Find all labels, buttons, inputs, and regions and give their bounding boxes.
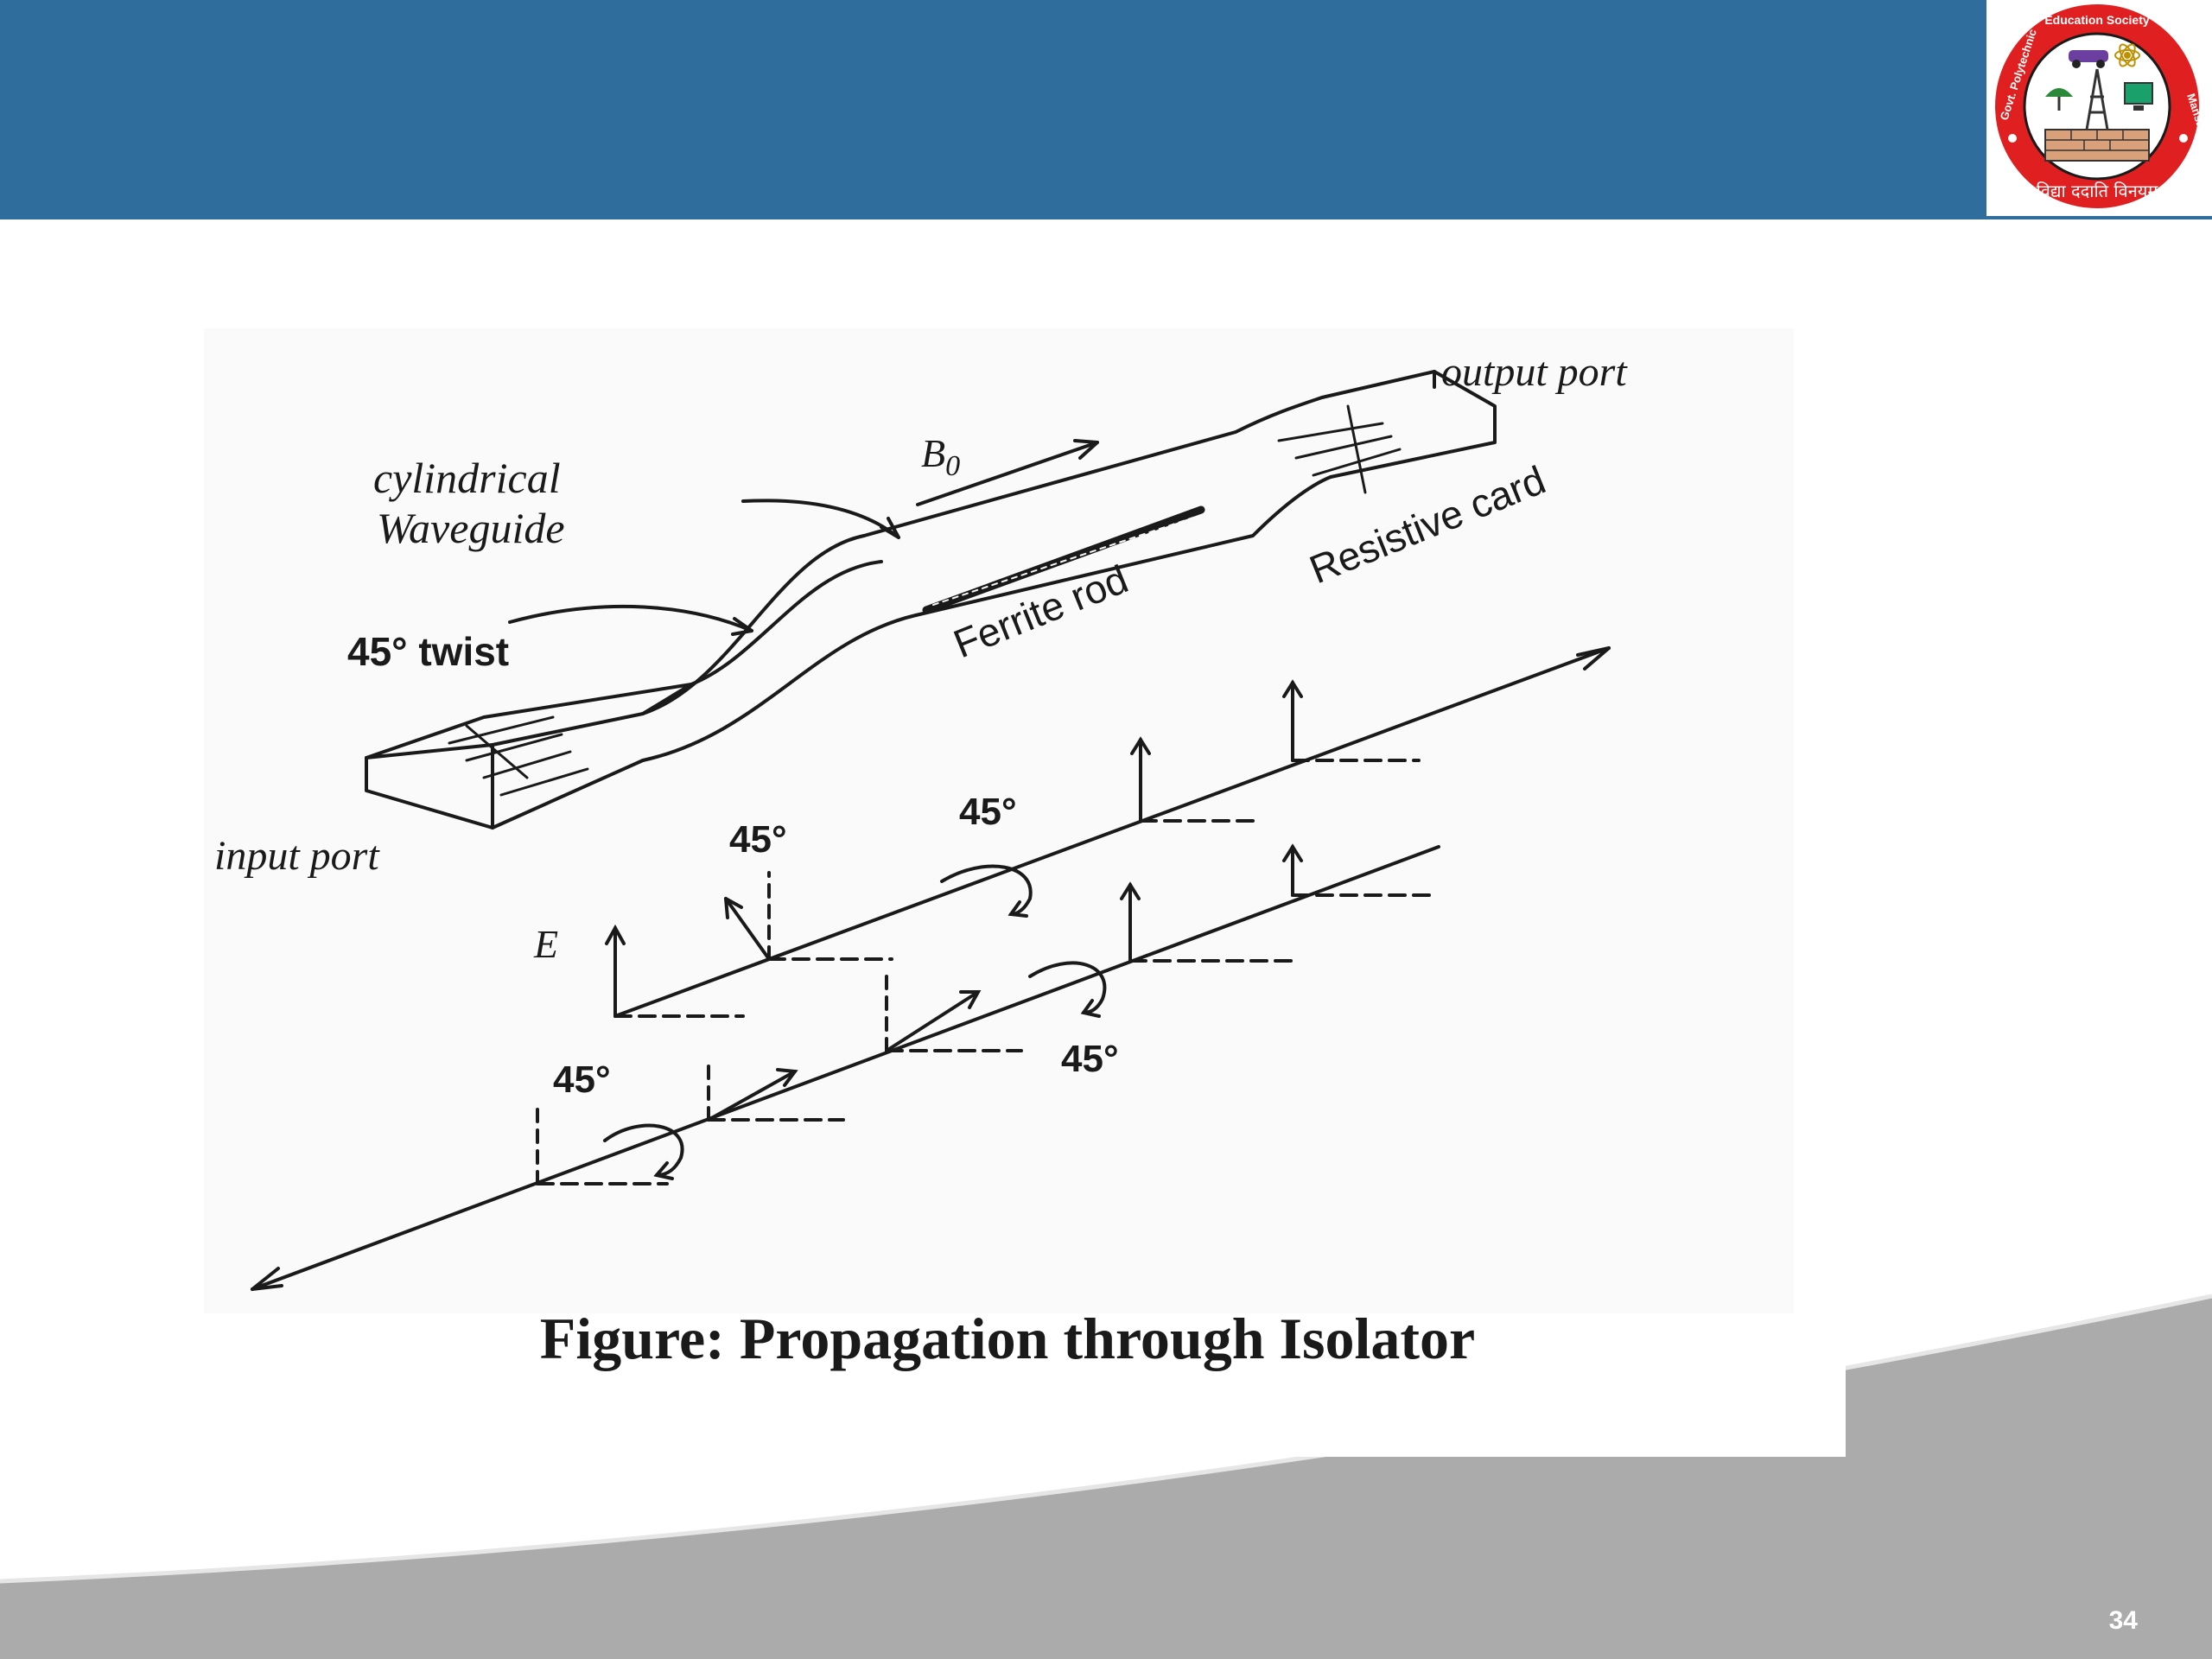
angle-label-4: 45° <box>1061 1038 1119 1080</box>
field-propagation-drawing <box>251 646 1611 1291</box>
output-port-label: output port <box>1441 349 1628 395</box>
angle-label-1: 45° <box>729 818 787 861</box>
twist-label: 45° twist <box>347 629 509 674</box>
page-number: 34 <box>2108 1606 2138 1635</box>
institution-logo: Education Society Govt. Polytechnic Mans… <box>1986 0 2212 216</box>
angle-label-3: 45° <box>553 1058 611 1101</box>
logo-motto: विद्या ददाति विनयम् <box>2037 181 2161 202</box>
b0-label: B0 <box>921 431 960 482</box>
waveguide-label: Waveguide <box>377 504 565 552</box>
angle-label-2: 45° <box>959 791 1017 833</box>
figure-caption: Figure: Propagation through Isolator <box>540 1306 1475 1371</box>
header-bar <box>0 0 2212 219</box>
waveguide-drawing <box>365 370 1497 830</box>
logo-emblem-icon: Education Society Govt. Polytechnic Mans… <box>1995 4 2209 208</box>
input-port-label: input port <box>214 833 380 879</box>
svg-text:Education Society: Education Society <box>2044 13 2150 27</box>
cylindrical-label: cylindrical <box>373 454 561 502</box>
e-field-label: E <box>533 922 558 966</box>
